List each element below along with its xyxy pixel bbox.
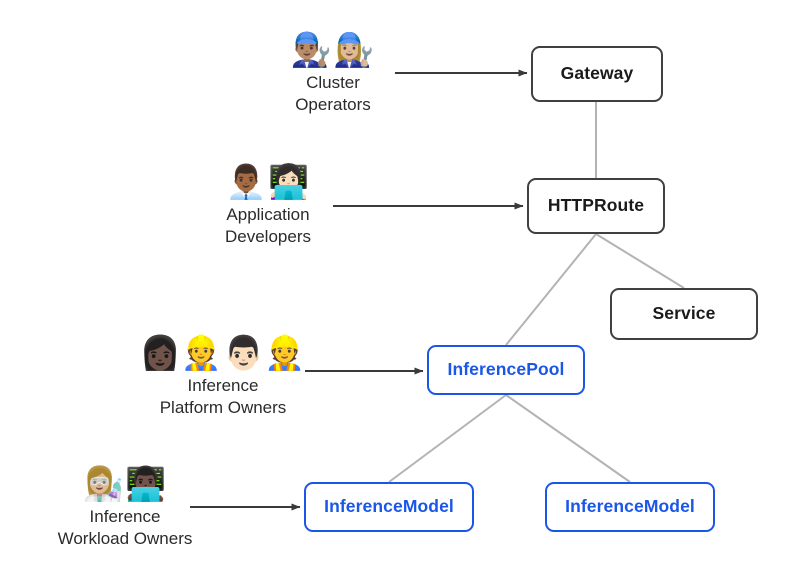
edge-httproute-to-service (595, 233, 685, 289)
node-gateway[interactable]: Gateway (531, 46, 663, 102)
node-service-label: Service (652, 303, 716, 324)
node-model2-label: InferenceModel (565, 496, 695, 517)
persona-application-developers: 👨🏾‍💼👩🏻‍💻 Application Developers (153, 162, 383, 248)
node-pool[interactable]: InferencePool (427, 345, 585, 395)
persona-inference-platform-owners-label: Inference Platform Owners (159, 376, 287, 417)
man-office-worker-icon--woman-technologist-icon: 👨🏾‍💼👩🏻‍💻 (225, 162, 311, 201)
persona-cluster-operators: 👨🏽‍🔧👩🏼‍🔧 Cluster Operators (218, 30, 448, 116)
woman-construction-worker-icon--man-construction-worker-icon: 👩🏿‍👷👨🏻‍👷 (139, 333, 307, 372)
edge-pool-to-model2 (505, 394, 631, 483)
node-model2[interactable]: InferenceModel (545, 482, 715, 532)
persona-application-developers-label: Application Developers (225, 205, 311, 246)
node-gateway-label: Gateway (560, 63, 634, 84)
node-service[interactable]: Service (610, 288, 758, 340)
edge-httproute-to-pool (505, 233, 597, 346)
node-pool-label: InferencePool (447, 359, 565, 380)
persona-inference-workload-owners: 👩🏼‍🔬👨🏿‍💻 Inference Workload Owners (10, 464, 240, 550)
edge-pool-to-model1 (388, 394, 507, 483)
persona-inference-workload-owners-label: Inference Workload Owners (57, 507, 193, 548)
man-mechanic-icon--woman-mechanic-icon: 👨🏽‍🔧👩🏼‍🔧 (290, 30, 376, 69)
persona-inference-platform-owners: 👩🏿‍👷👨🏻‍👷 Inference Platform Owners (108, 333, 338, 419)
node-httproute-label: HTTPRoute (547, 195, 645, 216)
persona-arrows (190, 69, 528, 511)
node-httproute[interactable]: HTTPRoute (527, 178, 665, 234)
woman-scientist-icon--man-technologist-icon: 👩🏼‍🔬👨🏿‍💻 (82, 464, 168, 503)
node-model1[interactable]: InferenceModel (304, 482, 474, 532)
persona-cluster-operators-label: Cluster Operators (295, 73, 371, 114)
node-model1-label: InferenceModel (324, 496, 454, 517)
